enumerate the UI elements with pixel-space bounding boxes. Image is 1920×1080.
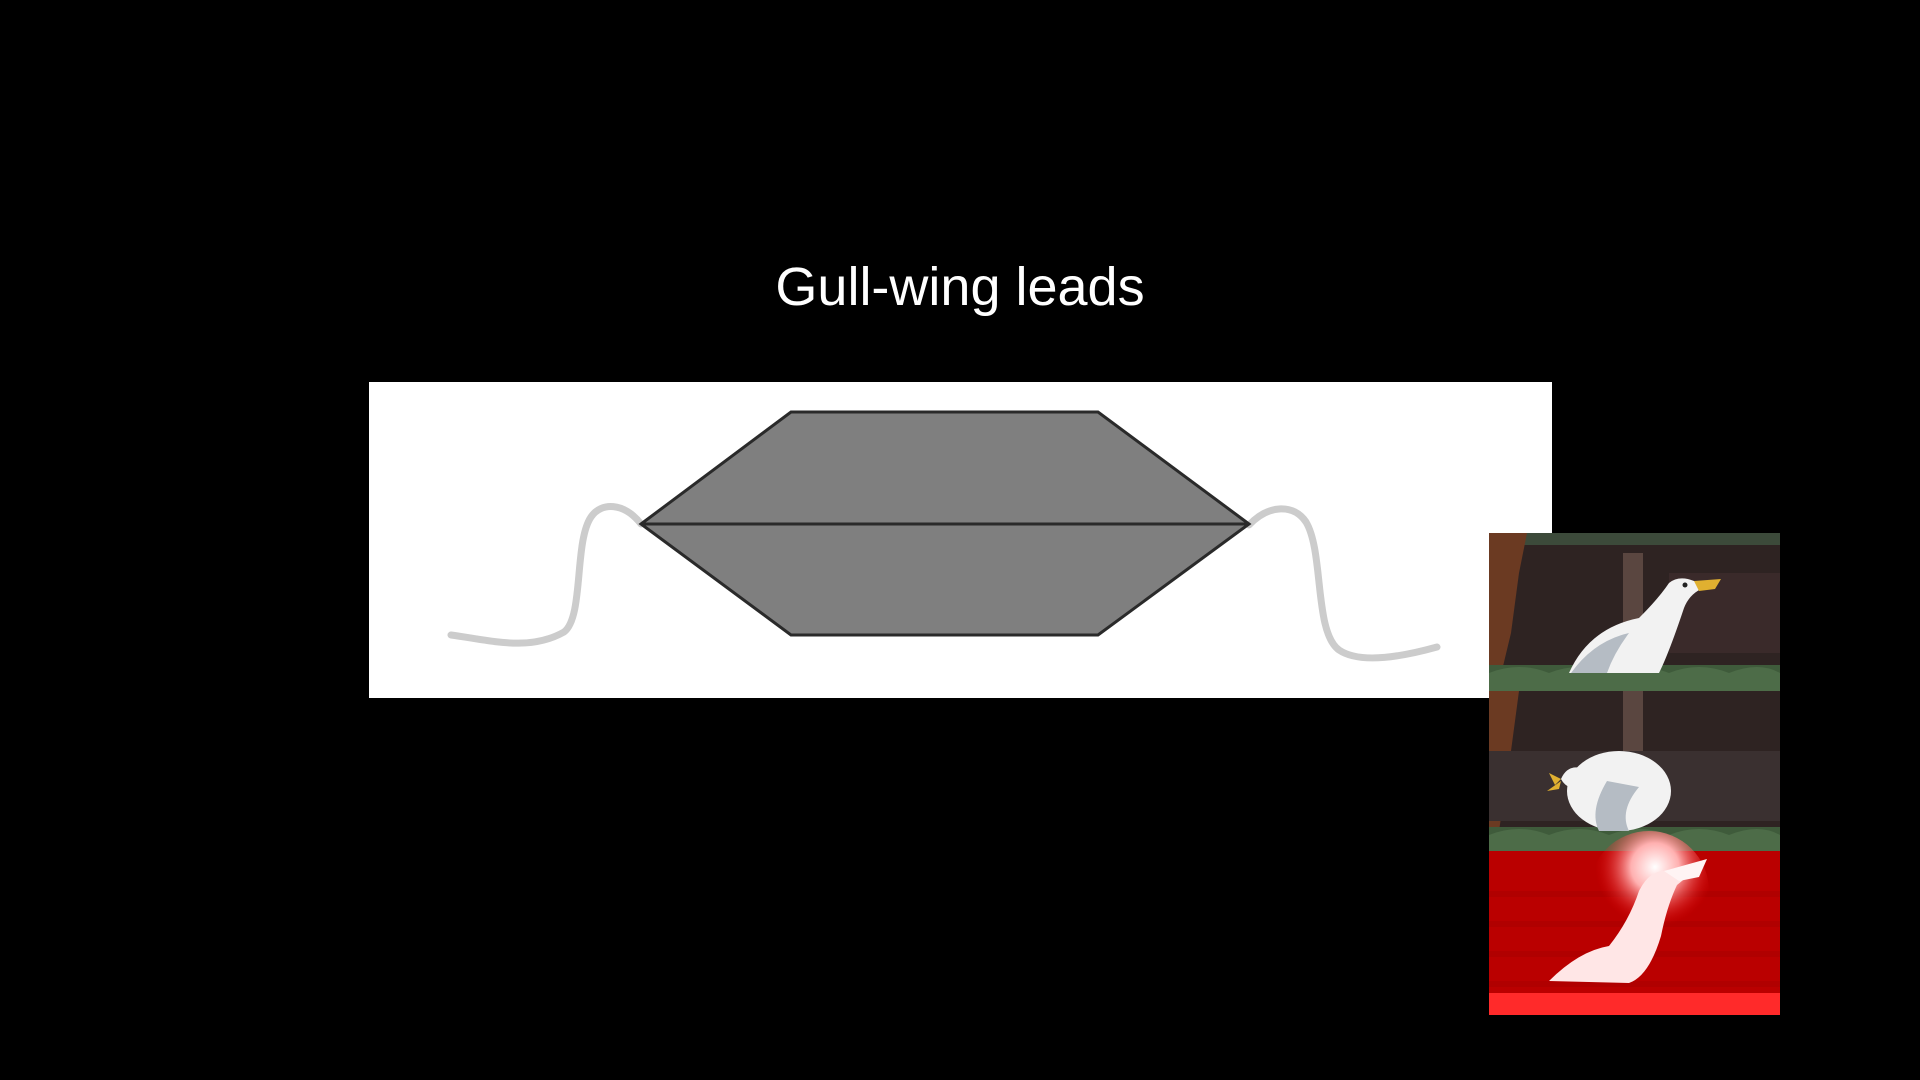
slide-title: Gull-wing leads	[775, 257, 1145, 317]
seagull-frame-1	[1489, 533, 1780, 691]
seagull-frame-2	[1489, 691, 1780, 851]
seagull-meme	[1489, 533, 1780, 1015]
gull-wing-diagram	[369, 382, 1552, 698]
right-lead	[1245, 505, 1441, 662]
seagull-frame-3	[1489, 831, 1780, 1015]
left-lead	[447, 503, 645, 647]
